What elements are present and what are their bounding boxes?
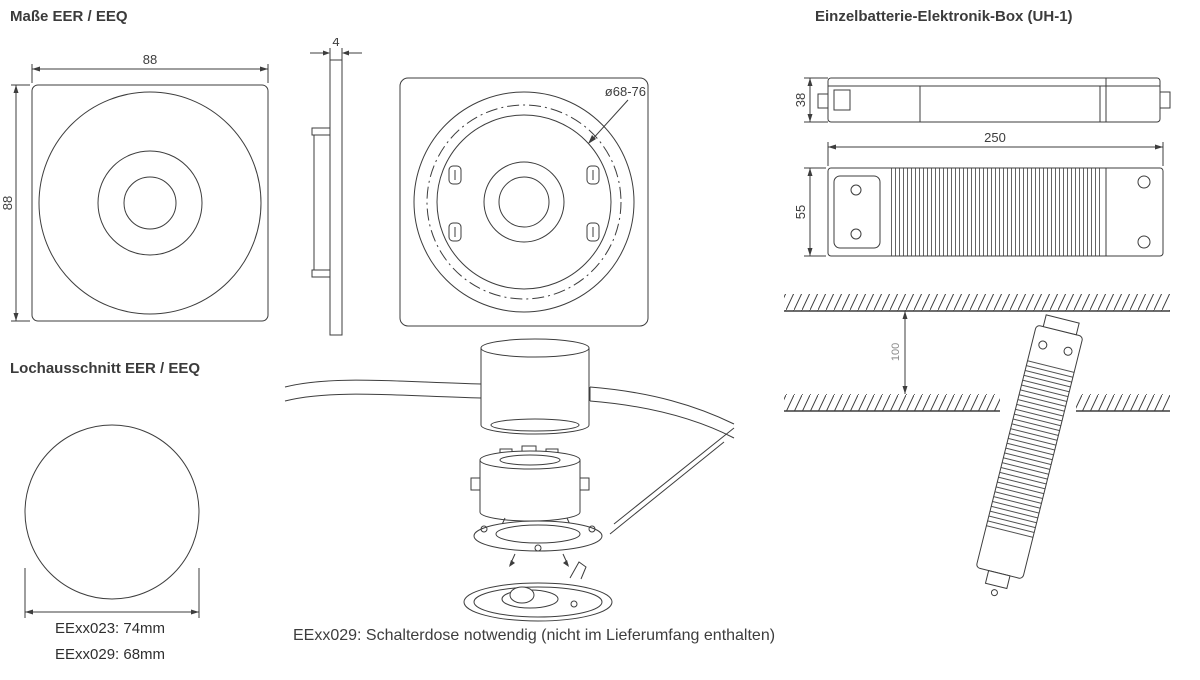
mounting-ring: [473, 520, 603, 552]
cutout-size-label-1: EExx023: 74mm: [55, 620, 166, 637]
trim-ring: [463, 582, 613, 622]
electronics-box-drawing: 38 250 55 100: [784, 77, 1171, 597]
mounting-clips: [448, 165, 600, 242]
ceiling-section-lower-left: [784, 394, 1000, 411]
hole-cutout-drawing: [24, 424, 200, 618]
dim-front-width-label: 88: [143, 52, 157, 67]
cutout-size-labels: EExx023: 74mm EExx029: 68mm: [55, 616, 165, 668]
spring-clip: [569, 561, 587, 580]
dim-front-height-label: 88: [0, 196, 15, 210]
dims-section-title: Maße EER / EEQ: [10, 8, 128, 25]
cutout-section-title: Lochausschnitt EER / EEQ: [10, 360, 201, 377]
side-view-drawing: 4: [310, 38, 362, 336]
ebox-section-title: Einzelbatterie-Elektronik-Box (UH-1): [815, 8, 1073, 25]
cutout-size-label-2: EExx029: 68mm: [55, 646, 166, 663]
installation-note: EExx029: Schalterdose notwendig (nicht i…: [293, 627, 776, 644]
front-view-drawing: 88 88: [0, 52, 269, 322]
dim-box-height-label: 38: [793, 93, 808, 107]
dim-box-width-label: 55: [793, 205, 808, 219]
dim-box-length-label: 250: [984, 130, 1006, 145]
dim-hole-diameter-label: ø68-76: [605, 84, 646, 99]
ceiling-section-upper: [784, 294, 1170, 311]
sensor-dome: [509, 586, 535, 604]
dim-depth-label: 4: [332, 38, 339, 49]
exploded-installation-drawing: [284, 338, 735, 622]
rear-view-drawing: ø68-76: [399, 77, 649, 327]
ceiling-section-lower-right: [1076, 394, 1170, 411]
connection-box: [470, 445, 590, 522]
recessed-can: [480, 338, 590, 435]
tilted-electronics-box: [976, 314, 1083, 597]
dim-recess-depth-label: 100: [890, 343, 902, 361]
